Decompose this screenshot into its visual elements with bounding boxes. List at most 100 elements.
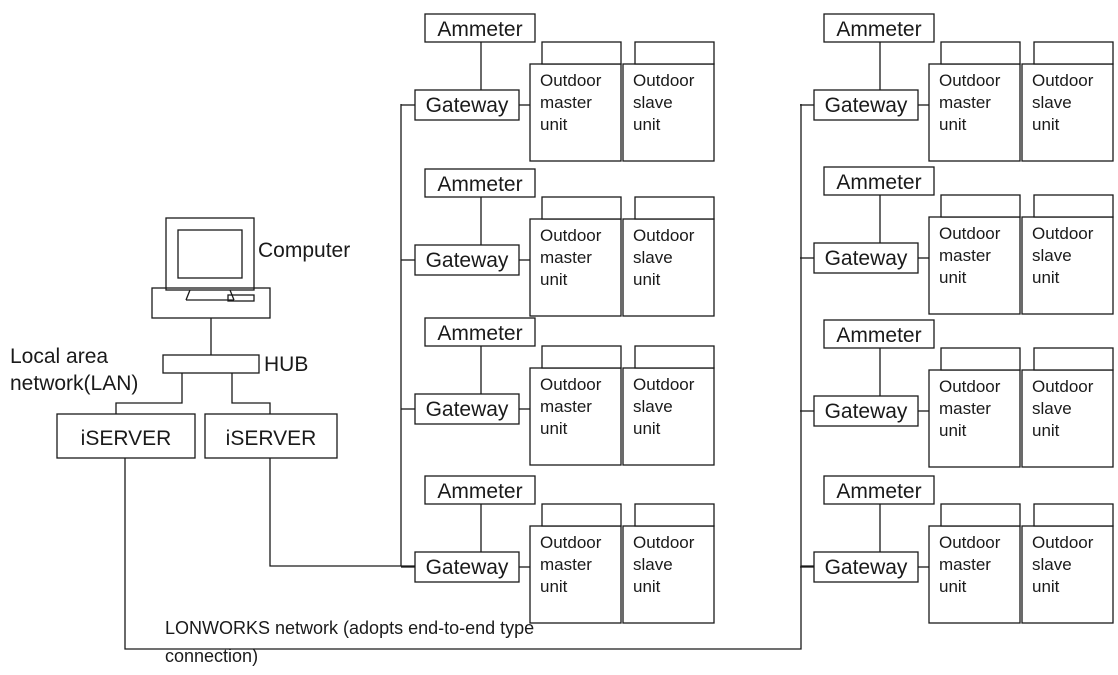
outdoor-slave-unit-top (1033, 194, 1114, 218)
outdoor-slave-unit-label: slave (633, 93, 673, 112)
outdoor-slave-unit-label: unit (1032, 268, 1060, 287)
outdoor-master-unit-label: master (939, 246, 991, 265)
outdoor-slave-unit-label: unit (633, 419, 661, 438)
outdoor-master-unit-label: Outdoor (939, 71, 1001, 90)
outdoor-master-unit-label: unit (540, 270, 568, 289)
outdoor-master-unit-label: master (540, 555, 592, 574)
outdoor-master-unit (928, 369, 1021, 468)
outdoor-slave-unit (622, 525, 715, 624)
outdoor-slave-unit-label: slave (1032, 555, 1072, 574)
outdoor-slave-unit-label: slave (1032, 246, 1072, 265)
outdoor-master-unit-top (541, 41, 622, 65)
outdoor-slave-unit-top (1033, 41, 1114, 65)
outdoor-slave-unit-label: Outdoor (1032, 224, 1094, 243)
unit-group-left-4: AmmeterGatewayOutdoormasterunitOutdoorsl… (401, 475, 715, 624)
gateway-label: Gateway (825, 556, 908, 579)
ammeter-label: Ammeter (437, 322, 522, 345)
outdoor-master-unit-label: unit (540, 115, 568, 134)
ammeter-label: Ammeter (836, 324, 921, 347)
outdoor-master-unit-label: master (939, 93, 991, 112)
outdoor-master-unit-label: master (939, 555, 991, 574)
iserver-2-box (204, 413, 338, 459)
outdoor-master-unit-label: Outdoor (540, 71, 602, 90)
lan-label-line1: Local area (10, 345, 108, 368)
iserver-2-label: iSERVER (226, 427, 317, 450)
outdoor-master-unit (529, 367, 622, 466)
ammeter-label: Ammeter (836, 171, 921, 194)
outdoor-master-unit-label: unit (939, 577, 967, 596)
gateway-label: Gateway (825, 400, 908, 423)
gateway-box (813, 242, 919, 274)
ammeter-box (823, 475, 935, 505)
ammeter-label: Ammeter (437, 173, 522, 196)
gateway-label: Gateway (426, 249, 509, 272)
outdoor-master-unit (529, 525, 622, 624)
outdoor-master-unit-label: unit (540, 577, 568, 596)
outdoor-slave-unit (1021, 525, 1114, 624)
lonworks-label-line1: LONWORKS network (adopts end-to-end type (165, 618, 534, 638)
outdoor-master-unit-label: Outdoor (939, 533, 1001, 552)
ammeter-box (424, 317, 536, 347)
outdoor-master-unit-label: unit (939, 421, 967, 440)
gateway-box (414, 244, 520, 276)
unit-group-right-4: AmmeterGatewayOutdoormasterunitOutdoorsl… (800, 475, 1114, 624)
outdoor-slave-unit-label: unit (633, 115, 661, 134)
iserver-1-label: iSERVER (81, 427, 172, 450)
gateway-label: Gateway (825, 94, 908, 117)
outdoor-master-unit-top (940, 503, 1021, 527)
outdoor-slave-unit-label: unit (633, 270, 661, 289)
ammeter-label: Ammeter (437, 18, 522, 41)
gateway-box (414, 89, 520, 121)
outdoor-master-unit-label: master (540, 397, 592, 416)
computer-base (151, 287, 271, 319)
outdoor-master-unit-label: master (540, 93, 592, 112)
outdoor-master-unit-label: unit (540, 419, 568, 438)
ammeter-box (823, 13, 935, 43)
outdoor-master-unit-label: Outdoor (939, 224, 1001, 243)
gateway-box (813, 89, 919, 121)
outdoor-master-unit-top (940, 347, 1021, 371)
unit-group-left-1: AmmeterGatewayOutdoormasterunitOutdoorsl… (401, 13, 715, 162)
ammeter-box (424, 168, 536, 198)
outdoor-slave-unit-label: slave (633, 397, 673, 416)
outdoor-slave-unit-label: slave (1032, 399, 1072, 418)
lan-label-line2: network(LAN) (10, 372, 138, 395)
outdoor-slave-unit-top (634, 345, 715, 369)
outdoor-slave-unit-label: slave (633, 248, 673, 267)
outdoor-slave-unit-top (1033, 503, 1114, 527)
gateway-label: Gateway (426, 94, 509, 117)
gateway-box (414, 551, 520, 583)
computer-label: Computer (258, 239, 350, 262)
outdoor-slave-unit-label: Outdoor (633, 375, 695, 394)
outdoor-slave-unit-label: unit (633, 577, 661, 596)
outdoor-slave-unit-top (1033, 347, 1114, 371)
outdoor-slave-unit-label: unit (1032, 577, 1060, 596)
outdoor-slave-unit (1021, 63, 1114, 162)
outdoor-slave-unit-label: unit (1032, 421, 1060, 440)
outdoor-master-unit-label: Outdoor (540, 533, 602, 552)
gateway-label: Gateway (426, 398, 509, 421)
ammeter-box (823, 319, 935, 349)
outdoor-master-unit-label: master (540, 248, 592, 267)
outdoor-slave-unit-label: unit (1032, 115, 1060, 134)
outdoor-slave-unit (622, 367, 715, 466)
computer-monitor (165, 217, 255, 291)
gateway-label: Gateway (426, 556, 509, 579)
lonworks-line-1 (124, 458, 814, 650)
outdoor-slave-unit-label: Outdoor (633, 226, 695, 245)
outdoor-slave-unit-top (634, 41, 715, 65)
computer-screen (177, 229, 243, 279)
gateway-label: Gateway (825, 247, 908, 270)
outdoor-master-unit-top (541, 345, 622, 369)
outdoor-master-unit (928, 63, 1021, 162)
outdoor-master-unit-top (940, 194, 1021, 218)
outdoor-master-unit-label: Outdoor (540, 226, 602, 245)
unit-group-right-3: AmmeterGatewayOutdoormasterunitOutdoorsl… (800, 319, 1114, 468)
computer (151, 217, 271, 319)
ammeter-box (424, 475, 536, 505)
outdoor-master-unit-label: Outdoor (540, 375, 602, 394)
outdoor-slave-unit-label: Outdoor (1032, 377, 1094, 396)
